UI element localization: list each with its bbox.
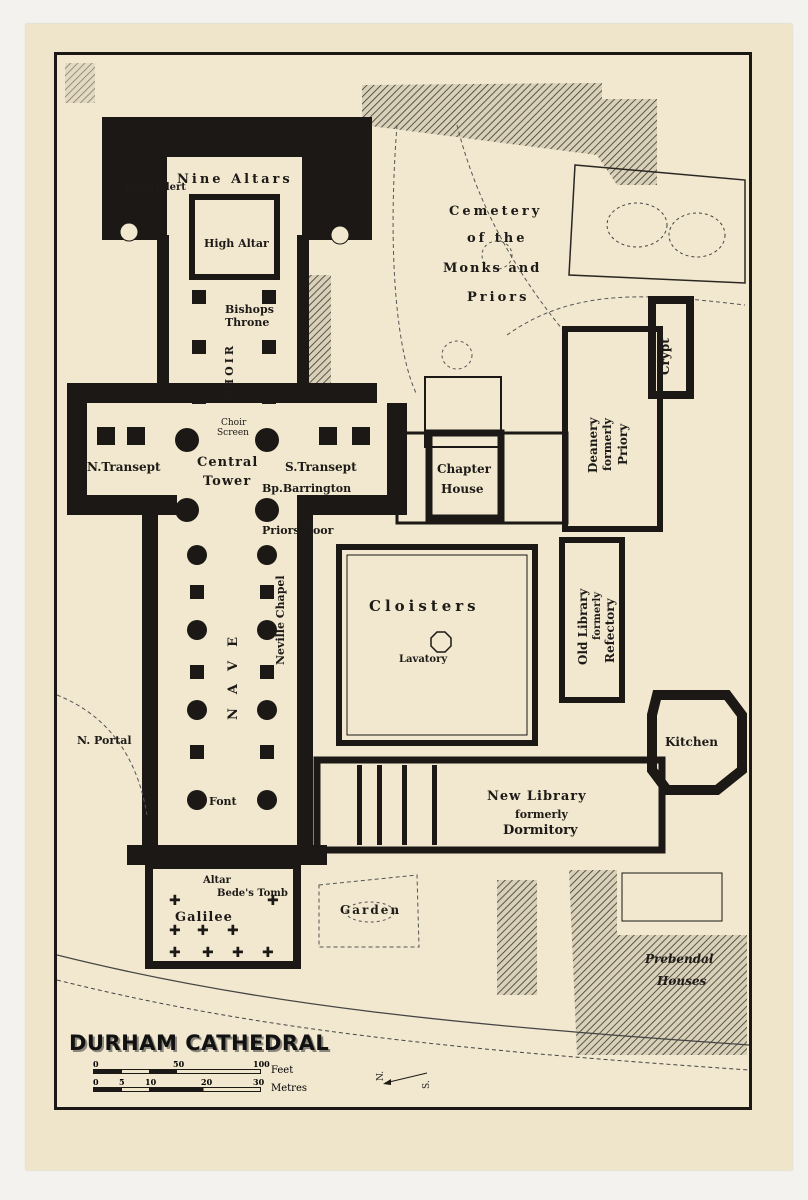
label-bedes-tomb: Bede's Tomb [217,888,288,899]
label-priors-door: Priors Door [262,524,334,537]
scale-feet-tick-50: 50 [173,1059,185,1069]
label-deanery-1: Deanery [586,417,600,473]
svg-text:✚: ✚ [169,945,181,961]
scale-feet-tick-100: 100 [253,1059,270,1069]
label-garden: Garden [340,903,402,917]
scale-metres-tick-30: 30 [253,1077,265,1087]
label-chapter-house-1: Chapter [437,462,491,476]
scale-metres-label: Metres [271,1083,308,1094]
floor-plan: ✚ ✚ ✚ ✚ ✚ ✚ ✚ ✚ ✚ [57,63,749,1071]
label-choir-screen-2: Screen [217,428,249,438]
label-lavatory: Lavatory [399,654,448,665]
compass-north: N. [376,1070,386,1081]
label-bishops-throne-2: Throne [225,316,270,329]
label-bp-barrington: Bp.Barrington [262,482,352,495]
metres-scale-bar [93,1087,261,1092]
compass-south: S. [422,1080,432,1089]
label-galilee: Galilee [175,910,233,925]
label-kitchen: Kitchen [665,735,718,749]
scale-metres-tick-0: 0 [93,1077,99,1087]
scale-feet-label: Feet [271,1065,294,1076]
scale-metres-tick-10: 10 [145,1077,157,1087]
scale-bar: 0 50 100 Feet 0 5 10 20 30 Metres [93,1059,333,1099]
label-high-altar: High Altar [204,237,269,250]
label-s-transept: S.Transept [285,460,357,474]
label-chapter-house-2: House [441,482,484,496]
label-new-library-1: New Library [487,789,587,804]
label-cloisters: Cloisters [369,597,480,615]
scale-feet-tick-0: 0 [93,1059,99,1069]
label-cemetery-4: Priors [467,290,530,305]
label-crypt: Crypt [658,338,672,375]
map-title: DURHAM CATHEDRAL [69,1031,330,1055]
scale-metres-tick-20: 20 [201,1077,213,1087]
label-deanery-2: formerly [601,418,614,471]
label-choir: CHOIR [223,342,236,401]
label-neville-chapel: Neville Chapel [274,575,287,665]
hatched-building-north [362,83,657,185]
label-cemetery-1: Cemetery [449,204,543,219]
label-nine-altars: Nine Altars [177,172,293,187]
label-choir-screen-1: Choir [221,418,247,428]
svg-text:✚: ✚ [232,945,244,961]
label-prebendal-2: Houses [657,974,707,988]
label-prebendal-1: Prebendal [645,952,714,966]
label-font: Font [209,795,237,808]
svg-text:✚: ✚ [262,945,274,961]
compass-arrow: N. S. [375,1063,435,1093]
label-new-library-2: formerly [515,808,568,821]
map-frame: ✚ ✚ ✚ ✚ ✚ ✚ ✚ ✚ ✚ [54,52,752,1110]
svg-text:✚: ✚ [169,893,181,909]
label-altar: Altar [203,875,231,886]
label-nave: NAVE [226,622,241,720]
label-old-library-3: Refectory [603,598,617,663]
svg-text:✚: ✚ [197,923,209,939]
label-n-transept: N.Transept [87,460,161,474]
feet-scale-bar [93,1069,261,1074]
label-deanery-3: Priory [616,423,630,465]
label-old-library-2: formerly [592,591,603,640]
scale-metres-tick-5: 5 [119,1077,125,1087]
svg-text:✚: ✚ [227,923,239,939]
svg-text:✚: ✚ [267,893,279,909]
label-bp-mildert: Bp.Mildert [125,182,186,193]
label-cemetery-3: Monks and [443,261,542,276]
label-old-library-1: Old Library [576,588,590,665]
label-bishops-throne-1: Bishops [225,303,274,316]
label-n-portal: N. Portal [77,734,132,747]
label-central-tower-1: Central [197,455,259,470]
svg-text:✚: ✚ [169,923,181,939]
label-cemetery-2: of the [467,231,528,246]
label-new-library-3: Dormitory [503,823,578,838]
label-central-tower-2: Tower [203,474,252,489]
svg-text:✚: ✚ [202,945,214,961]
